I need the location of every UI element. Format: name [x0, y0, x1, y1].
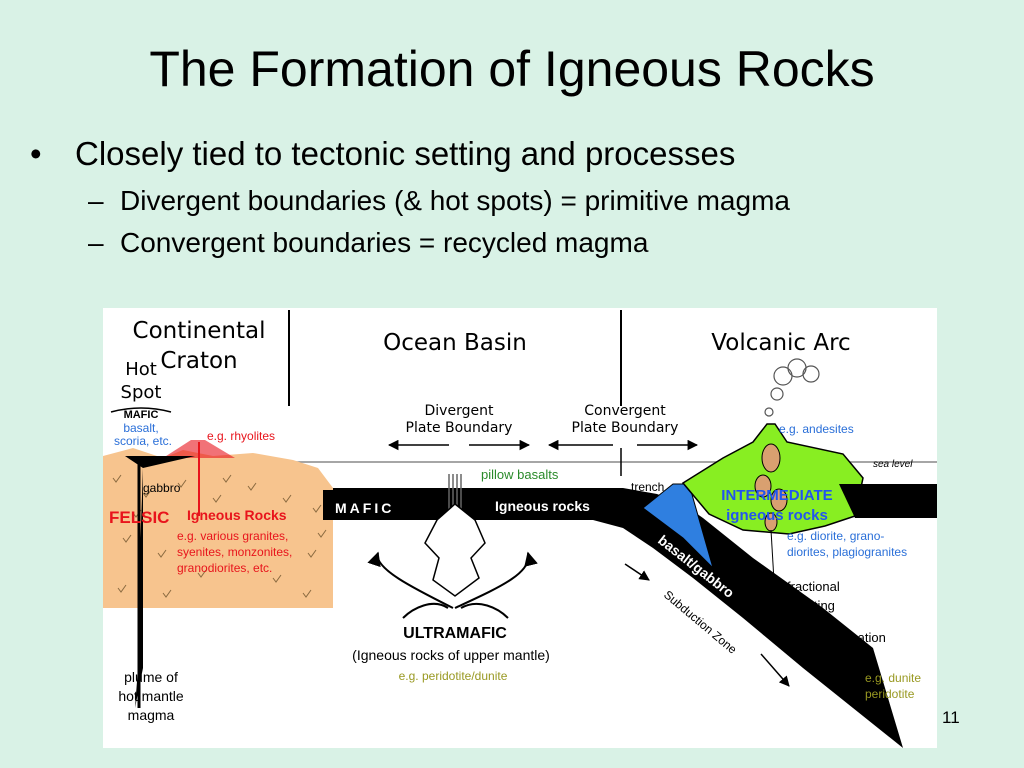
dunite-label: peridotite	[865, 687, 915, 701]
mantle-plume	[125, 456, 195, 708]
ocean-basin-label: Ocean Basin	[383, 330, 527, 356]
ultramafic-sub-label: (Igneous rocks of upper mantle)	[352, 647, 550, 663]
trench-accretionary-wedge	[642, 483, 715, 570]
hot-spot-label: Spot	[121, 382, 162, 403]
peridotite-label: e.g. peridotite/dunite	[399, 669, 508, 683]
bullet-text: Closely tied to tectonic setting and pro…	[75, 135, 736, 172]
sub-bullet-glyph: –	[88, 185, 104, 216]
sub-bullet-glyph: –	[88, 227, 104, 258]
divergent-label: Divergent	[425, 403, 494, 419]
sub-bullet-text: Convergent boundaries = recycled magma	[120, 227, 649, 258]
intermediate-label: igneous rocks	[726, 507, 828, 524]
hot-spot-bracket	[110, 407, 172, 413]
intermediate-label: INTERMEDIATE	[721, 487, 832, 504]
igneous-rocks-diagram: Continental Craton Ocean Basin Volcanic …	[103, 308, 937, 748]
fractional-label: melting	[793, 598, 835, 613]
crust-boundary	[323, 490, 335, 520]
sub-bullet-text: Divergent boundaries (& hot spots) = pri…	[120, 185, 790, 216]
gabbro-label: gabbro	[143, 481, 181, 495]
hot-spot-label: Hot	[125, 359, 157, 380]
divergent-label: Plate Boundary	[406, 420, 513, 436]
pillow-basalts-label: pillow basalts	[481, 467, 559, 482]
diorite-label: diorites, plagiogranites	[787, 545, 907, 559]
igneous-band-label: Igneous rocks	[495, 498, 590, 514]
continental-crust	[103, 448, 333, 608]
ultramafic-label: ULTRAMAFIC	[403, 625, 507, 642]
felsic-examples: granodiorites, etc.	[177, 561, 272, 575]
basalt-label: scoria, etc.	[114, 434, 172, 448]
sub-bullet-item: – Convergent boundaries = recycled magma	[30, 227, 790, 259]
bullet-list: • Closely tied to tectonic setting and p…	[30, 135, 790, 269]
residue-label: residue	[833, 649, 876, 664]
ridge-magma-chamber	[424, 503, 486, 597]
fractional-label: fractional	[787, 579, 840, 594]
magma-diapirs	[754, 443, 788, 599]
trench-label: trench	[631, 480, 664, 494]
subduction-arrow	[760, 653, 790, 687]
subduction-arrow	[624, 563, 650, 581]
basalt-label: basalt,	[123, 421, 158, 435]
continental-craton-label: Continental	[133, 318, 266, 344]
continental-craton-label: Craton	[160, 348, 237, 374]
page-number: 11	[942, 708, 960, 727]
crust-texture	[112, 474, 327, 598]
felsic-examples: syenites, monzonites,	[177, 545, 292, 559]
volcanic-arc-label: Volcanic Arc	[711, 330, 850, 356]
plume-label: plume of	[124, 669, 178, 685]
arc-crust	[839, 484, 937, 518]
plume-label: magma	[128, 707, 175, 723]
slide-title: The Formation of Igneous Rocks	[149, 41, 875, 97]
hot-spot-mafic-label: MAFIC	[124, 409, 159, 421]
residue-label: fractionation	[815, 630, 886, 645]
dunite-label: e.g. dunite	[865, 671, 921, 685]
mafic-band-label: MAFIC	[335, 500, 394, 516]
convection-arrows	[367, 551, 538, 619]
bullet-item: • Closely tied to tectonic setting and p…	[30, 135, 790, 173]
andesites-label: e.g. andesites	[779, 422, 854, 436]
eruption-cloud	[764, 358, 820, 417]
volcanic-arc	[681, 423, 864, 535]
felsic-igneous-label: Igneous Rocks	[187, 507, 287, 523]
oceanic-crust	[333, 488, 903, 748]
plume-label: hot mantle	[118, 688, 184, 704]
felsic-examples: e.g. various granites,	[177, 529, 288, 543]
felsic-label: FELSIC	[109, 508, 169, 527]
bullet-glyph: •	[30, 135, 42, 172]
sea-level-label: sea level	[873, 459, 913, 470]
convergent-label: Plate Boundary	[572, 420, 679, 436]
diorite-label: e.g. diorite, grano-	[787, 529, 884, 543]
convergent-label: Convergent	[584, 403, 666, 419]
sub-bullet-item: – Divergent boundaries (& hot spots) = p…	[30, 185, 790, 217]
rhyolites-label: e.g. rhyolites	[207, 429, 275, 443]
